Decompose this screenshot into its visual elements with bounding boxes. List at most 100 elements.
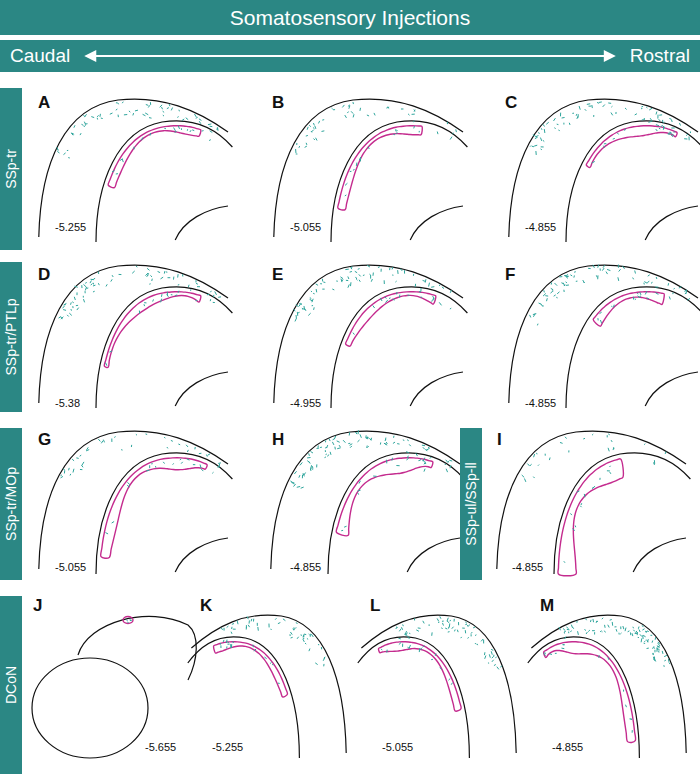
label-trace	[320, 283, 322, 284]
label-trace	[577, 491, 580, 492]
label-trace	[564, 636, 566, 639]
label-trace	[489, 654, 491, 657]
label-trace	[348, 105, 350, 107]
label-trace	[399, 629, 401, 632]
label-trace	[465, 624, 467, 625]
label-trace	[671, 120, 673, 122]
label-trace	[592, 161, 595, 163]
label-trace	[566, 282, 567, 283]
label-trace	[468, 637, 469, 639]
label-trace	[101, 441, 103, 444]
bregma-level: -5.055	[382, 742, 413, 753]
label-trace	[573, 275, 574, 277]
label-trace	[295, 627, 296, 628]
label-trace	[592, 619, 594, 622]
label-trace	[226, 640, 228, 643]
label-trace	[419, 131, 420, 132]
label-trace	[64, 303, 66, 305]
section-outline	[39, 431, 228, 569]
label-trace	[638, 627, 640, 629]
label-trace	[645, 631, 647, 633]
label-trace	[292, 628, 294, 630]
label-trace	[567, 629, 570, 630]
label-trace	[112, 521, 114, 523]
label-trace	[536, 136, 539, 137]
label-trace	[430, 457, 431, 459]
label-trace	[196, 283, 198, 285]
label-trace	[613, 448, 615, 449]
label-trace	[658, 651, 659, 653]
label-trace	[232, 641, 234, 643]
label-trace	[171, 440, 173, 442]
label-trace	[599, 101, 602, 103]
section-outline	[39, 99, 228, 237]
label-trace	[596, 621, 598, 623]
label-trace	[314, 139, 315, 140]
label-trace	[380, 442, 381, 444]
label-trace	[346, 280, 348, 281]
section-outline	[39, 265, 228, 403]
injection-contour	[586, 126, 677, 168]
section-outline	[361, 615, 516, 753]
label-trace	[545, 454, 546, 456]
label-trace	[422, 445, 425, 447]
label-trace	[254, 649, 256, 651]
label-trace	[608, 448, 609, 452]
label-trace	[97, 115, 99, 116]
label-trace	[656, 277, 658, 279]
label-trace	[635, 631, 636, 634]
ventricle-outline	[410, 372, 463, 406]
label-trace	[577, 116, 578, 119]
label-trace	[158, 272, 160, 273]
label-trace	[232, 623, 234, 625]
injection-contour	[123, 617, 133, 624]
label-trace	[577, 631, 579, 635]
label-trace	[644, 444, 645, 445]
label-trace	[199, 121, 201, 124]
label-trace	[305, 309, 306, 311]
label-trace	[337, 441, 340, 442]
label-trace	[106, 284, 107, 286]
label-trace	[433, 298, 435, 301]
label-trace	[601, 631, 602, 632]
injection-contour	[108, 126, 201, 188]
label-trace	[237, 621, 239, 625]
label-trace	[167, 108, 169, 109]
label-trace	[370, 275, 371, 279]
label-trace	[83, 284, 86, 286]
injection-contour	[338, 126, 423, 210]
injection-contour	[346, 292, 436, 347]
label-trace	[141, 137, 143, 140]
label-trace	[590, 620, 592, 622]
section-outline	[191, 615, 346, 753]
label-trace	[408, 114, 409, 115]
label-trace	[311, 634, 313, 637]
label-trace	[146, 470, 149, 472]
label-trace	[608, 625, 609, 628]
label-trace	[87, 447, 89, 450]
label-trace	[448, 631, 450, 632]
label-trace	[80, 469, 82, 470]
label-trace	[392, 275, 393, 276]
label-trace	[625, 705, 626, 707]
label-trace	[393, 442, 395, 443]
label-trace	[283, 619, 285, 621]
label-trace	[530, 464, 532, 466]
label-trace	[592, 486, 595, 488]
panel-letter: D	[38, 266, 50, 283]
axis-arrow	[0, 40, 700, 72]
axis-band: CaudalRostral	[0, 40, 700, 72]
section-outline	[328, 453, 464, 574]
label-trace	[576, 621, 577, 623]
label-trace	[439, 302, 441, 305]
label-trace	[560, 113, 561, 117]
label-trace	[318, 644, 319, 645]
label-trace	[665, 452, 667, 454]
label-trace	[320, 447, 322, 448]
label-trace	[586, 632, 587, 634]
label-trace	[604, 631, 605, 633]
section-outline	[509, 265, 698, 403]
label-trace	[538, 465, 539, 466]
section-outline	[96, 287, 232, 408]
label-trace	[195, 280, 196, 282]
